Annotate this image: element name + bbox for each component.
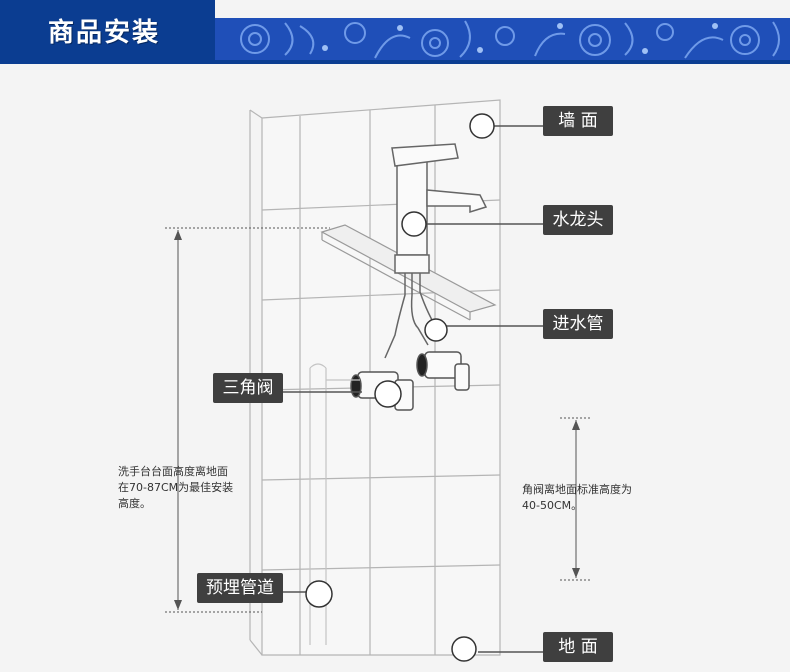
callout-leaders bbox=[283, 125, 543, 653]
note-line: 40-50CM。 bbox=[522, 499, 583, 512]
title-box: 商品安装 bbox=[0, 0, 215, 60]
note-basin-height: 洗手台台面高度离地面 在70-87CM为最佳安装 高度。 bbox=[118, 464, 233, 512]
faucet-drawing bbox=[391, 143, 488, 274]
note-line: 角阀离地面标准高度为 bbox=[522, 483, 632, 496]
label-floor: 地 面 bbox=[543, 632, 613, 662]
dimension-lines bbox=[165, 227, 590, 613]
label-wall: 墙 面 bbox=[543, 106, 613, 136]
note-line: 在70-87CM为最佳安装 bbox=[118, 481, 234, 494]
circle-marker-icon bbox=[305, 113, 495, 662]
arrow-icon bbox=[174, 230, 580, 610]
page-title: 商品安装 bbox=[48, 18, 161, 48]
decorative-pattern bbox=[215, 18, 790, 60]
header-banner: 商品安装 bbox=[0, 0, 790, 64]
label-faucet: 水龙头 bbox=[543, 205, 613, 235]
note-valve-height: 角阀离地面标准高度为 40-50CM。 bbox=[522, 482, 632, 514]
header-divider bbox=[0, 60, 790, 64]
label-inlet-pipe: 进水管 bbox=[543, 309, 613, 339]
label-angle-valve: 三角阀 bbox=[213, 373, 283, 403]
label-embedded-pipe: 预埋管道 bbox=[197, 573, 283, 603]
note-line: 洗手台台面高度离地面 bbox=[118, 465, 228, 478]
floral-pattern-icon bbox=[215, 18, 790, 60]
note-line: 高度。 bbox=[118, 497, 151, 510]
